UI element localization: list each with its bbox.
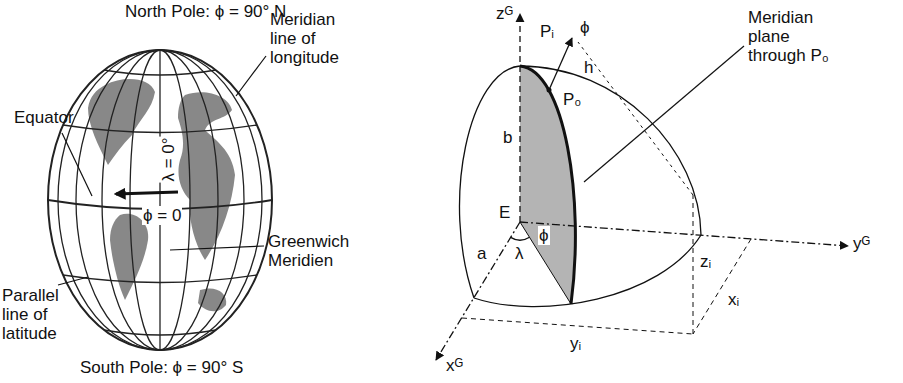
normal-arrow <box>549 38 572 90</box>
coordinate-label: yᵢ <box>570 334 581 353</box>
ellipsoid-outline <box>520 66 701 235</box>
continent <box>110 214 148 300</box>
axis-label: yᴳ <box>853 234 870 253</box>
coordinate-line <box>693 195 694 334</box>
parallel-line <box>104 330 216 335</box>
height-label: h <box>584 58 593 77</box>
angle-label: λ <box>514 244 525 263</box>
ellipsoid-outline <box>474 235 701 307</box>
callout-label: Parallel line of latitude <box>2 286 80 343</box>
point-label: Pᵢ <box>540 22 554 41</box>
coordinate-line <box>462 318 693 334</box>
meridian-line <box>76 50 244 350</box>
angle-arc <box>511 237 530 240</box>
latitude-label: ϕ = 0 <box>142 206 182 225</box>
axis-label: zᴳ <box>496 4 513 23</box>
leader-line <box>62 133 92 196</box>
point-label: P₀ <box>562 90 582 109</box>
callout-label: Meridian line of longitude <box>270 10 358 67</box>
continent <box>88 79 155 165</box>
callout-label: Greenwich Meridien <box>268 232 368 270</box>
leader-lines <box>58 56 266 285</box>
globe-outline <box>48 50 272 350</box>
parallel-line <box>63 275 257 283</box>
point-marker <box>547 88 552 93</box>
callout-label: Equator <box>14 108 74 127</box>
meridian-base <box>520 222 571 304</box>
axis-length-label: a <box>477 244 486 263</box>
z-axis <box>519 14 520 222</box>
meridian-line <box>58 50 262 350</box>
axis-label: xᴳ <box>446 356 463 375</box>
origin-label: E <box>499 203 510 222</box>
coordinate-label: xᵢ <box>728 290 739 309</box>
globe <box>48 50 272 350</box>
meridian-line <box>159 50 160 350</box>
y-axis <box>520 222 848 246</box>
continent <box>198 288 226 311</box>
leader-line <box>58 277 88 285</box>
longitude-label: λ = 0° <box>158 137 177 183</box>
parallel-line <box>63 125 257 133</box>
axis-length-label: b <box>503 128 512 147</box>
coordinate-line <box>693 239 751 334</box>
continent <box>178 92 235 260</box>
x-axis <box>436 222 520 360</box>
ellipsoid-outline <box>459 66 520 298</box>
coordinate-label: zᵢ <box>699 252 712 271</box>
meridian-line <box>130 50 190 350</box>
ellipsoid-figure <box>436 14 848 360</box>
angle-label: ϕ <box>580 18 590 37</box>
longitude-arrow <box>116 192 178 194</box>
callout-label: Meridian plane through P₀ <box>748 8 843 65</box>
pole-label: South Pole: ϕ = 90° S <box>80 358 243 377</box>
angle-label: ϕ <box>538 226 550 245</box>
parallel-line <box>104 70 216 75</box>
leader-line <box>170 246 264 250</box>
leader-line <box>236 56 266 96</box>
pole-label: North Pole: ϕ = 90° N <box>125 2 286 21</box>
leader-line <box>584 46 744 182</box>
meridian-line <box>102 50 218 350</box>
